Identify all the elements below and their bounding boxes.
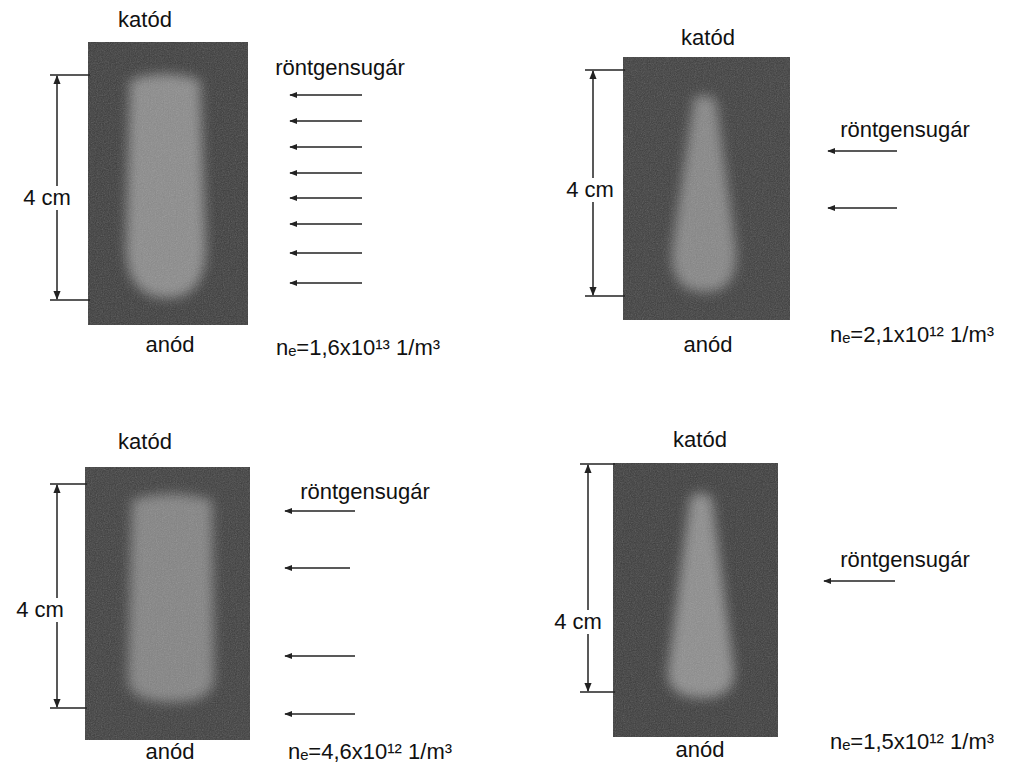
xray-arrow bbox=[285, 95, 897, 714]
electrode-label: katód bbox=[118, 430, 172, 454]
density-label: nₑ=2,1x10¹² 1/m³ bbox=[830, 323, 994, 347]
dimension-label: 4 cm bbox=[564, 178, 616, 202]
density-label: nₑ=1,6x10¹³ 1/m³ bbox=[276, 336, 440, 360]
electrode-label: katód bbox=[673, 428, 727, 452]
electrode-label: anód bbox=[146, 740, 195, 764]
dimension-label: 4 cm bbox=[552, 610, 604, 634]
electrode-label: anód bbox=[676, 738, 725, 762]
xray-label: röntgensugár bbox=[840, 548, 970, 572]
density-label: nₑ=1,5x10¹² 1/m³ bbox=[830, 730, 994, 754]
dimension-line bbox=[50, 70, 625, 708]
discharge-photo bbox=[623, 57, 790, 320]
electrode-label: katód bbox=[681, 26, 735, 50]
electrode-label: katód bbox=[118, 8, 172, 32]
xray-label: röntgensugár bbox=[840, 118, 970, 142]
xray-label: röntgensugár bbox=[275, 56, 405, 80]
density-label: nₑ=4,6x10¹² 1/m³ bbox=[288, 740, 452, 764]
electrode-label: anód bbox=[684, 333, 733, 357]
discharge-photo bbox=[88, 42, 248, 325]
discharge-photo bbox=[613, 463, 778, 737]
dimension-label: 4 cm bbox=[21, 186, 73, 210]
dimension-label: 4 cm bbox=[14, 598, 66, 622]
discharge-photo bbox=[85, 467, 250, 740]
xray-label: röntgensugár bbox=[300, 480, 430, 504]
electrode-label: anód bbox=[146, 333, 195, 357]
